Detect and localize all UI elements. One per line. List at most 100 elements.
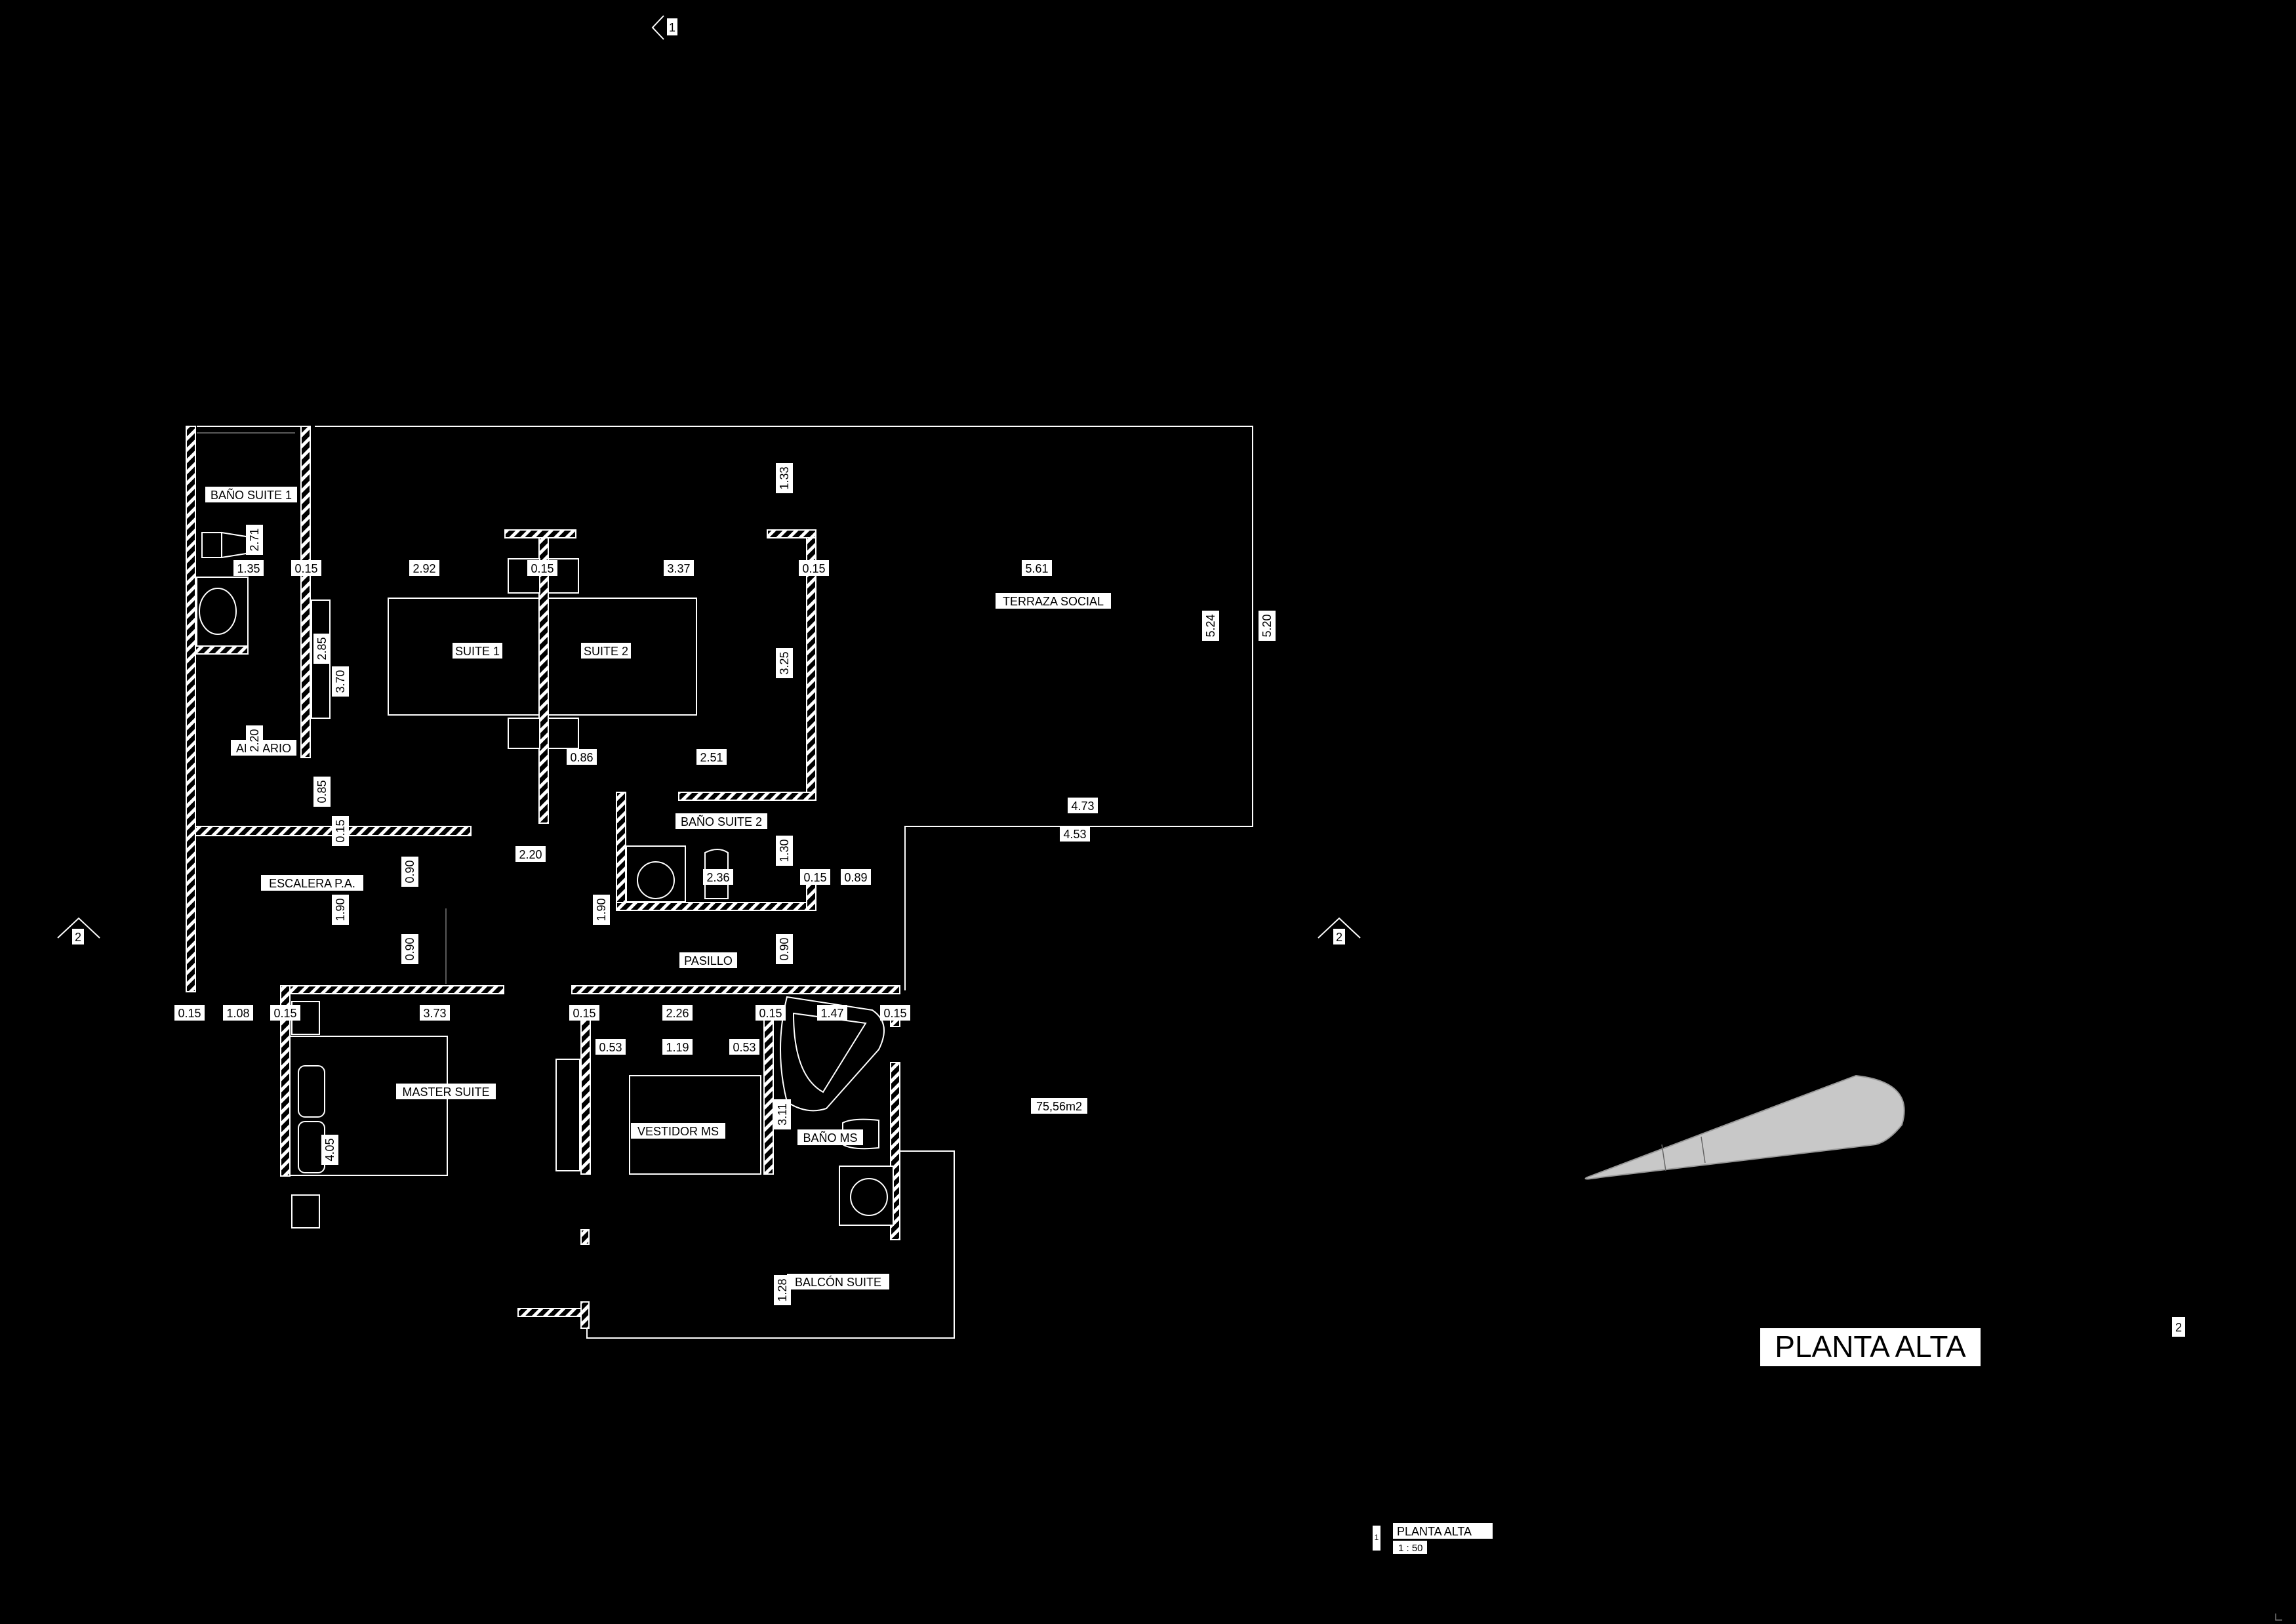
- svg-text:2: 2: [75, 931, 81, 944]
- svg-text:VESTIDOR MS: VESTIDOR MS: [637, 1125, 719, 1138]
- svg-text:0.53: 0.53: [599, 1041, 622, 1054]
- dimension-label: 0.53: [595, 1039, 626, 1055]
- dimension-label: 1.19: [662, 1039, 693, 1055]
- room-label-vestidor: VESTIDOR MS: [631, 1123, 725, 1139]
- svg-text:BALCÓN SUITE: BALCÓN SUITE: [795, 1275, 881, 1289]
- dimension-label: 3.25: [776, 648, 793, 678]
- svg-text:0.15: 0.15: [178, 1007, 201, 1020]
- svg-text:0.15: 0.15: [294, 562, 317, 575]
- svg-text:0.85: 0.85: [315, 780, 329, 803]
- dimension-label: 2.26: [662, 1005, 693, 1021]
- svg-text:0.15: 0.15: [531, 562, 554, 575]
- svg-text:0.15: 0.15: [802, 562, 825, 575]
- svg-text:PASILLO: PASILLO: [684, 954, 733, 967]
- svg-text:4.05: 4.05: [323, 1138, 336, 1161]
- dimension-label: 0.15: [270, 1005, 300, 1021]
- svg-text:0.15: 0.15: [803, 871, 826, 884]
- svg-text:2.20: 2.20: [248, 729, 261, 752]
- dimension-label: 0.90: [776, 934, 793, 964]
- svg-text:1.90: 1.90: [595, 898, 608, 921]
- dimension-label: 2.71: [246, 525, 263, 555]
- room-label-bano-suite-2: BAÑO SUITE 2: [675, 813, 767, 829]
- dimension-label: 0.15: [174, 1005, 205, 1021]
- dimension-label: 4.53: [1060, 826, 1090, 842]
- dimension-label: 0.15: [755, 1005, 786, 1021]
- dimension-label: 0.89: [841, 869, 871, 885]
- svg-text:1: 1: [669, 21, 675, 34]
- drawing-legend: 1 PLANTA ALTA 1 : 50: [1373, 1523, 1493, 1554]
- svg-text:0.89: 0.89: [844, 871, 867, 884]
- svg-text:4.53: 4.53: [1063, 828, 1086, 841]
- dimension-label: 1.08: [223, 1005, 253, 1021]
- svg-text:2.26: 2.26: [666, 1007, 689, 1020]
- dimension-label: 2.36: [703, 869, 733, 885]
- svg-text:1.35: 1.35: [237, 562, 260, 575]
- svg-text:2.85: 2.85: [315, 637, 329, 660]
- dimension-label: 1.28: [774, 1275, 791, 1305]
- dimension-label: 0.15: [880, 1005, 910, 1021]
- dimension-label: 5.24: [1202, 611, 1219, 641]
- svg-text:0.15: 0.15: [883, 1007, 906, 1020]
- dimension-label: 0.15: [800, 869, 830, 885]
- svg-text:ESCALERA P.A.: ESCALERA P.A.: [269, 877, 355, 890]
- dimension-label: 0.86: [567, 749, 597, 765]
- dimension-label: 0.15: [291, 560, 321, 576]
- svg-text:0.90: 0.90: [403, 937, 416, 960]
- svg-text:BAÑO SUITE 2: BAÑO SUITE 2: [681, 815, 762, 828]
- svg-text:1.47: 1.47: [820, 1007, 843, 1020]
- room-label-escalera: ESCALERA P.A.: [261, 875, 363, 891]
- dimension-label: 3.70: [332, 666, 349, 697]
- svg-text:PLANTA ALTA: PLANTA ALTA: [1397, 1525, 1472, 1538]
- svg-text:2: 2: [1336, 931, 1342, 944]
- svg-text:BAÑO MS: BAÑO MS: [803, 1131, 857, 1145]
- svg-text:0.15: 0.15: [759, 1007, 782, 1020]
- dimension-label: 2.92: [409, 560, 439, 576]
- svg-text:3.37: 3.37: [667, 562, 690, 575]
- svg-text:2.36: 2.36: [706, 871, 729, 884]
- sheet-tag: 2: [2172, 1317, 2185, 1337]
- dimension-label: 2.20: [515, 846, 546, 862]
- svg-text:5.61: 5.61: [1025, 562, 1048, 575]
- svg-text:1: 1: [1375, 1533, 1379, 1542]
- dimension-label: 2.20: [246, 725, 263, 756]
- svg-text:1.19: 1.19: [666, 1041, 689, 1054]
- svg-text:75,56m2: 75,56m2: [1036, 1100, 1082, 1113]
- room-label-master-suite: MASTER SUITE: [396, 1084, 496, 1099]
- svg-text:3.70: 3.70: [334, 670, 347, 693]
- svg-text:SUITE 2: SUITE 2: [584, 645, 628, 658]
- svg-text:5.24: 5.24: [1204, 614, 1217, 637]
- room-label-suite-1: SUITE 1: [453, 643, 502, 659]
- dimension-label: 0.15: [332, 816, 349, 846]
- dimension-label: 1.35: [233, 560, 264, 576]
- dimension-label: 1.33: [776, 463, 793, 493]
- dimension-label: 1.30: [776, 836, 793, 866]
- svg-text:ARMARIO: ARMARIO: [236, 742, 291, 755]
- svg-text:2.51: 2.51: [700, 751, 723, 764]
- svg-text:1.90: 1.90: [334, 898, 347, 921]
- area-label: 75,56m2: [1031, 1098, 1087, 1114]
- dimension-label: 3.37: [664, 560, 694, 576]
- svg-text:0.86: 0.86: [570, 751, 593, 764]
- room-label-balcon: BALCÓN SUITE: [787, 1274, 889, 1289]
- dimension-label: 0.53: [729, 1039, 759, 1055]
- svg-text:SUITE 1: SUITE 1: [455, 645, 500, 658]
- svg-text:0.15: 0.15: [273, 1007, 296, 1020]
- dimension-labels: 1.33 2.71 1.35 0.15 2.92 0.15 3.37 0.15 …: [174, 463, 1276, 1305]
- dimension-label: 3.73: [420, 1005, 450, 1021]
- svg-text:2.92: 2.92: [413, 562, 435, 575]
- svg-text:1.33: 1.33: [778, 466, 791, 489]
- sheet-title: PLANTA ALTA: [1760, 1328, 1981, 1366]
- room-labels: BAÑO SUITE 1 SUITE 1 SUITE 2 ARMARIO TER…: [205, 487, 1111, 1289]
- room-label-armario: ARMARIO: [231, 740, 296, 756]
- dimension-label: 0.90: [401, 934, 418, 964]
- svg-text:3.11: 3.11: [776, 1103, 789, 1126]
- dimension-label: 0.15: [569, 1005, 599, 1021]
- dimension-label: 1.90: [332, 895, 349, 925]
- svg-text:0.53: 0.53: [733, 1041, 755, 1054]
- dimension-label: 0.85: [313, 777, 331, 807]
- room-label-pasillo: PASILLO: [679, 952, 737, 968]
- svg-text:1.08: 1.08: [226, 1007, 249, 1020]
- section-marker-top: 1: [651, 15, 677, 40]
- svg-text:0.15: 0.15: [334, 819, 347, 842]
